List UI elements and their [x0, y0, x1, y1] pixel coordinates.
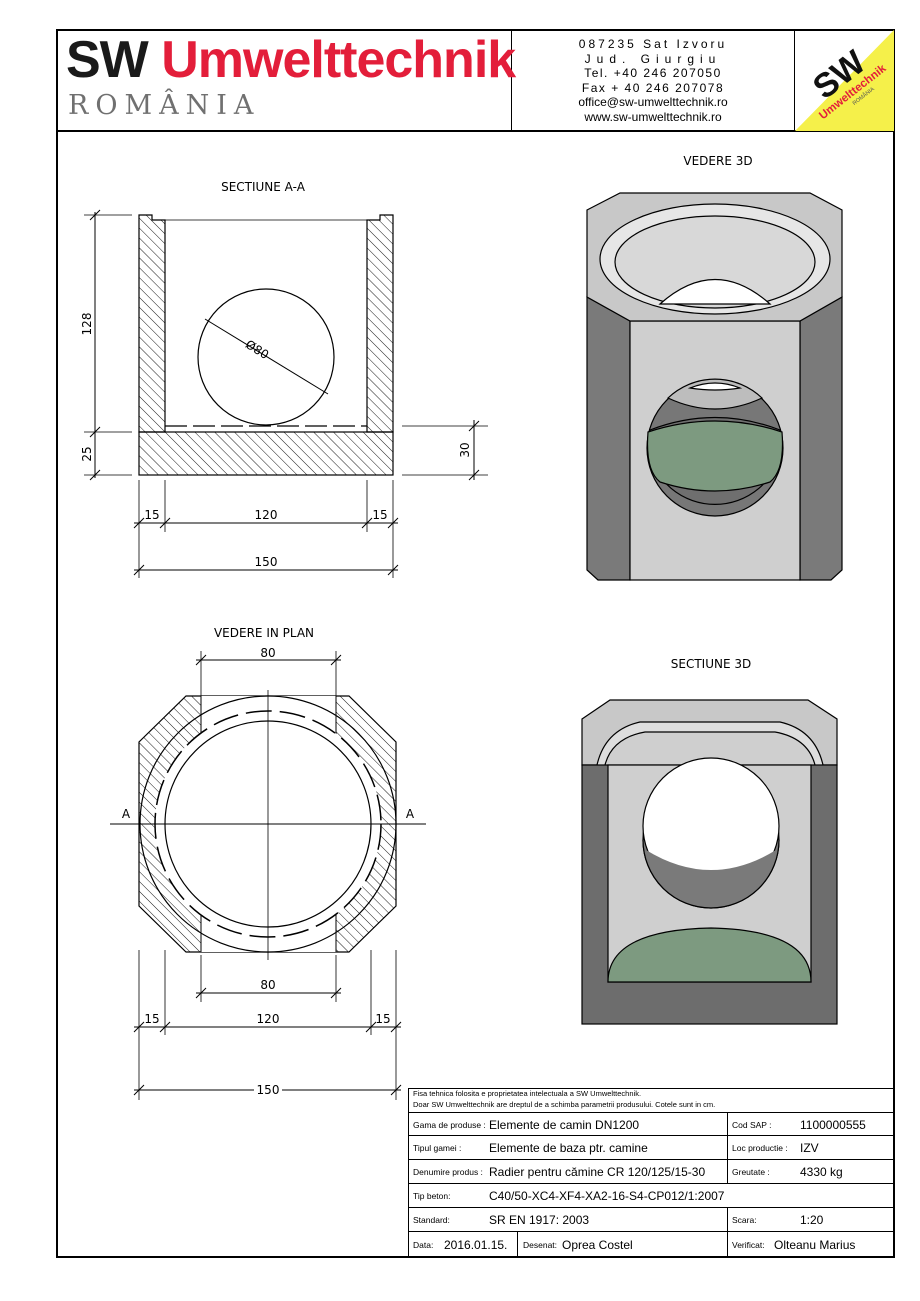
title-note: Fisa tehnica folosita e proprietatea int… — [413, 1088, 715, 1110]
verificat-label: Verificat: — [732, 1240, 765, 1250]
brand-wordmark: SW Umwelttechnik — [66, 30, 516, 90]
dim-plan-bottom: 80 — [260, 978, 275, 992]
section-a-a: SECTIUNE A-A Ø80 128 25 30 — [80, 180, 488, 578]
beton-label: Tip beton: — [413, 1190, 451, 1201]
note-line-2: Doar SW Umwelttechnik are dreptul de a s… — [413, 1100, 716, 1109]
dim-outer: 150 — [255, 555, 278, 569]
pipe-opening — [197, 288, 335, 426]
dim-base-height: 25 — [80, 446, 94, 461]
row-data: Data: 2016.01.15. Desenat: Oprea Costel … — [408, 1231, 895, 1258]
greutate-value: 4330 kg — [800, 1164, 843, 1179]
row-standard: Standard: SR EN 1917: 2003 Scara: 1:20 — [408, 1207, 895, 1231]
cod-value: 1100000555 — [800, 1117, 866, 1132]
standard-value: SR EN 1917: 2003 — [489, 1212, 590, 1227]
den-label: Denumire produs : — [413, 1166, 483, 1177]
dim-plan-wall-left: 15 — [144, 1012, 159, 1026]
row-tip: Tipul gamei : Elemente de baza ptr. cami… — [408, 1135, 895, 1159]
plan-view: VEDERE IN PLAN 80 A A 80 — [110, 626, 426, 1100]
greutate-label: Greutate : — [732, 1166, 770, 1177]
section-mark-left: A — [122, 807, 131, 821]
desenat-value: Oprea Costel — [562, 1238, 633, 1252]
section-mark-right: A — [406, 807, 415, 821]
scara-label: Scara: — [732, 1214, 757, 1225]
standard-label: Standard: — [413, 1214, 450, 1225]
drawing-sheet — [56, 29, 895, 1258]
row-beton: Tip beton: C40/50-XC4-XF4-XA2-16-S4-CP01… — [408, 1183, 895, 1207]
row-gama: Gama de produse : Elemente de camin DN12… — [408, 1112, 895, 1136]
verificat-value: Olteanu Marius — [774, 1238, 856, 1252]
row-denumire: Denumire produs : Radier pentru cămine C… — [408, 1159, 895, 1183]
dim-wall-right: 15 — [372, 508, 387, 522]
contact-website: www.sw-umwelttechnik.ro — [584, 109, 722, 124]
plan-title: VEDERE IN PLAN — [214, 626, 314, 640]
title-block: Fisa tehnica folosita e proprietatea int… — [408, 1088, 895, 1258]
data-label: Data: — [413, 1240, 434, 1250]
section-title: SECTIUNE A-A — [221, 180, 306, 194]
right-wall — [366, 214, 394, 433]
den-value: Radier pentru cămine CR 120/125/15-30 — [489, 1164, 706, 1179]
scara-value: 1:20 — [800, 1212, 824, 1227]
contact-county: Jud. Giurgiu — [584, 51, 722, 66]
contact-fax: Fax + 40 246 207078 — [581, 80, 725, 95]
brand-subtitle: ROMÂNIA — [68, 90, 261, 121]
gama-value: Elemente de camin DN1200 — [489, 1117, 640, 1132]
cod-label: Cod SAP : — [732, 1119, 772, 1130]
header-divider — [511, 29, 512, 132]
data-value: 2016.01.15. — [444, 1238, 508, 1252]
dim-plan-inner: 120 — [257, 1012, 280, 1026]
contact-block: 087235 Sat Izvoru Jud. Giurgiu Tel. +40 … — [512, 37, 794, 124]
desenat-label: Desenat: — [523, 1240, 558, 1250]
dim-inner: 120 — [255, 508, 278, 522]
left-wall — [138, 214, 166, 433]
dim-plan-top: 80 — [260, 646, 275, 660]
tip-label: Tipul gamei : — [413, 1142, 462, 1153]
dim-plan-wall-right: 15 — [375, 1012, 390, 1026]
view-3d: VEDERE 3D — [586, 154, 843, 581]
view3d-title: VEDERE 3D — [683, 154, 752, 168]
header — [56, 29, 895, 132]
contact-address: 087235 Sat Izvoru — [578, 37, 728, 51]
header-divider — [794, 29, 795, 132]
dim-wall-left: 15 — [144, 508, 159, 522]
dim-plan-outer: 150 — [257, 1083, 280, 1097]
brand-umwelttechnik: Umwelttechnik — [161, 31, 516, 89]
tip-value: Elemente de baza ptr. camine — [489, 1140, 648, 1155]
dim-wall-height: 128 — [80, 313, 94, 336]
contact-phone: Tel. +40 246 207050 — [584, 66, 722, 80]
note-line-1: Fisa tehnica folosita e proprietatea int… — [413, 1089, 642, 1098]
loc-value: IZV — [800, 1140, 819, 1155]
company-logo: SW Umwelttechnik ROMÂNIA — [795, 30, 894, 131]
brand-sw: SW — [66, 31, 149, 89]
dim-invert-height: 30 — [458, 442, 472, 457]
gama-label: Gama de produse : — [413, 1119, 486, 1130]
contact-email: office@sw-umwelttechnik.ro — [578, 95, 728, 109]
base-slab — [138, 431, 394, 476]
section3d-title: SECTIUNE 3D — [671, 657, 751, 671]
section-3d: SECTIUNE 3D — [581, 657, 838, 1025]
beton-value: C40/50-XC4-XF4-XA2-16-S4-CP012/1:2007 — [489, 1188, 725, 1203]
loc-label: Loc productie : — [732, 1142, 788, 1153]
